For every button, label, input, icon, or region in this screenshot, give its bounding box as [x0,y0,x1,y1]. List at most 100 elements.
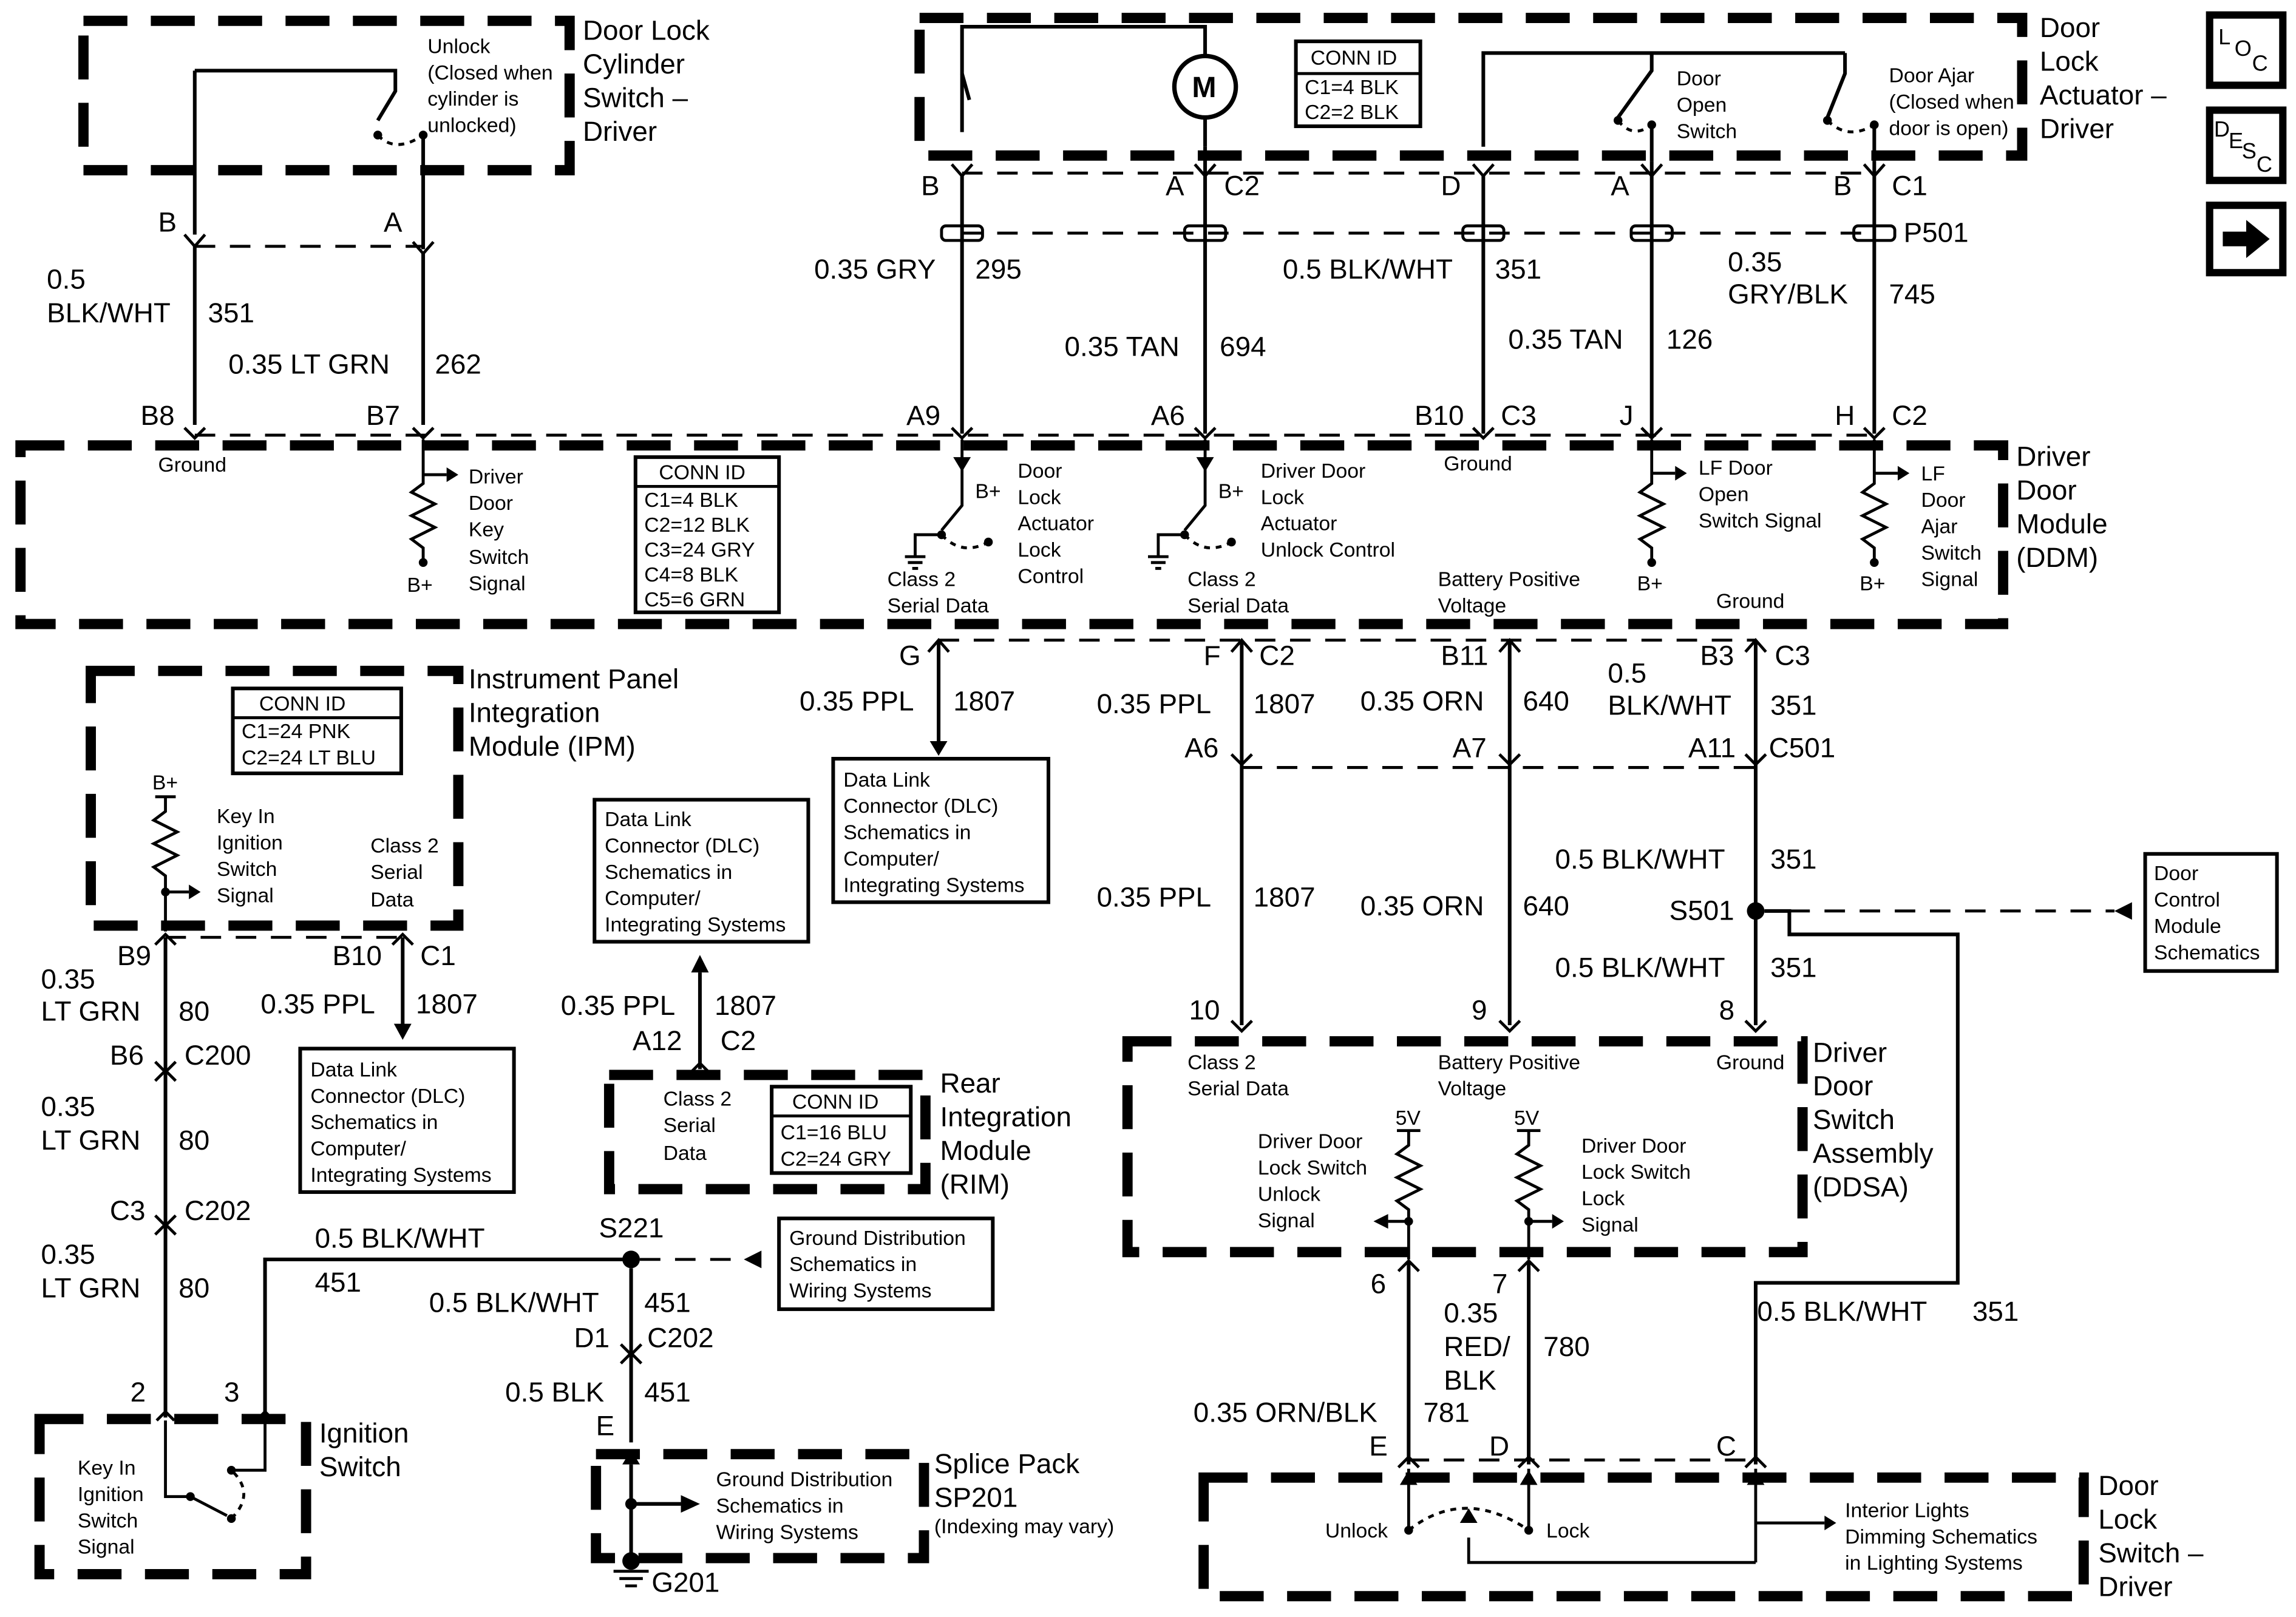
component-label: Lock Switch [1581,1161,1691,1184]
component-label: Control [1017,565,1084,588]
component-label: C3=24 GRY [644,538,755,561]
component-label: Ground [1716,590,1785,613]
next-arrow-button[interactable] [2206,202,2287,277]
wire-label: 745 [1889,279,1935,310]
component-label: Unlock [1325,1519,1388,1542]
pin-label: A6 [1151,400,1185,431]
component-label: Switch [217,858,277,881]
component-label: Class 2 [1187,1051,1256,1074]
component-label: Assembly [1813,1138,1934,1169]
pin-label: 7 [1492,1268,1507,1299]
instrument-panel-integration-module: Instrument Panel Integration Module (IPM… [86,663,679,932]
pin-label: C2 [1224,170,1260,201]
component-label: Class 2 [664,1088,732,1111]
pin-label: E [596,1410,615,1441]
component-label: Door [2016,475,2076,506]
pin-label: B9 [117,940,151,971]
pin-label: C1 [1892,170,1927,201]
pin-label: 2 [131,1377,146,1408]
wire-label: 351 [1495,254,1541,285]
wire-label: 1807 [953,685,1015,716]
component-label: CONN ID [1311,47,1397,70]
component-label: Battery Positive [1438,568,1580,591]
loc-button[interactable]: L O C [2206,11,2287,89]
component-label: Module [2154,915,2221,938]
component-label: C5=6 GRN [644,588,745,611]
component-label: Signal [1258,1209,1315,1232]
component-label: (Closed when [1889,90,2014,114]
component-label: Switch – [583,83,688,114]
component-label: Computer/ [310,1137,406,1161]
dlc-reference-2[interactable]: Data Link Connector (DLC) Schematics in … [298,1046,516,1194]
wire-label: 351 [1770,690,1816,721]
component-label: Driver Door [1261,459,1366,483]
wire-label: 0.5 BLK/WHT [429,1287,599,1318]
component-label: Ground Distribution [789,1227,966,1250]
component-label: Ground [1444,452,1512,475]
wire-label: 0.5 BLK/WHT [1757,1296,1927,1327]
component-label: Splice Pack [934,1448,1079,1479]
component-label: Wiring Systems [716,1521,858,1544]
door-lock-actuator: Door Lock Actuator – Driver CONN ID C1=4… [914,12,2167,161]
wire-label: 0.35 PPL [260,989,375,1020]
pin-label: G [899,640,921,671]
dlc-reference-1[interactable]: Data Link Connector (DLC) Schematics in … [831,756,1050,904]
pin-label: D1 [574,1323,610,1354]
door-control-module-reference[interactable]: Door Control Module Schematics [2143,852,2279,973]
pin-label: C2 [1892,400,1927,431]
component-label: Door Lock [583,15,710,46]
component-label: Driver [2098,1571,2172,1602]
component-label: Module [2016,509,2107,540]
ground-distribution-reference-1[interactable]: Ground Distribution Schematics in Wiring… [777,1216,995,1311]
component-label: Integrating Systems [310,1164,491,1187]
pin-label: A6 [1184,733,1218,764]
component-label: Voltage [1438,594,1507,617]
wire-label: 694 [1220,331,1266,362]
wire-label: LT GRN [41,1273,141,1304]
component-label: Integration [469,697,600,728]
component-label: Door [1813,1071,1873,1102]
splice-pack-sp201: Splice Pack SP201 (Indexing may vary) Gr… [591,1448,1114,1588]
component-label: Cylinder [583,49,685,80]
door-lock-cylinder-switch: Door Lock Cylinder Switch – Driver Unloc… [78,15,710,249]
component-label: C1=16 BLU [781,1121,887,1144]
wire-label: 0.35 [1444,1298,1498,1329]
component-label: Class 2 [370,834,439,857]
component-label: Control [2154,889,2220,912]
wire-label: 80 [178,1273,209,1304]
component-label: Schematics in [716,1494,843,1517]
component-label: Module (IPM) [469,731,636,762]
desc-button[interactable]: D E S C [2206,106,2287,185]
ignition-switch: Ignition Switch Key In Ignition Switch S… [34,1409,409,1579]
component-label: CONN ID [792,1090,879,1113]
wire-label: 0.5 BLK/WHT [1555,844,1725,875]
component-label: Actuator – [2040,80,2167,110]
component-label: Data Link [310,1058,397,1081]
component-label: Door [2098,1470,2158,1501]
component-label: Integrating Systems [605,914,786,937]
pin-label: 9 [1472,994,1487,1025]
component-label: Ground [158,453,226,476]
component-label: L [2218,24,2230,49]
wire-label: 262 [435,349,481,380]
wire-label: LT GRN [41,1125,141,1156]
wire-label: 0.5 BLK [505,1377,604,1408]
component-label: Door [1677,67,1721,90]
component-label: Computer/ [843,847,939,870]
component-label: Switch [78,1509,138,1532]
pin-label: H [1835,400,1855,431]
component-label: Integrating Systems [843,873,1024,897]
component-label: Battery Positive [1438,1051,1580,1074]
component-label: C2=2 BLK [1305,101,1399,124]
component-label: Computer/ [605,887,701,910]
dlc-reference-3[interactable]: Data Link Connector (DLC) Schematics in … [593,798,810,944]
component-label: Lock [1017,486,1061,509]
component-label: C1=24 PNK [242,720,351,743]
component-label: Signal [1921,568,1978,591]
component-label: CONN ID [659,461,746,484]
component-label: Open [1699,483,1749,506]
component-label: Lock [2098,1504,2157,1535]
component-label: Schematics [2154,941,2260,964]
pin-label: A12 [633,1025,682,1056]
component-label: Door [1921,489,1966,512]
